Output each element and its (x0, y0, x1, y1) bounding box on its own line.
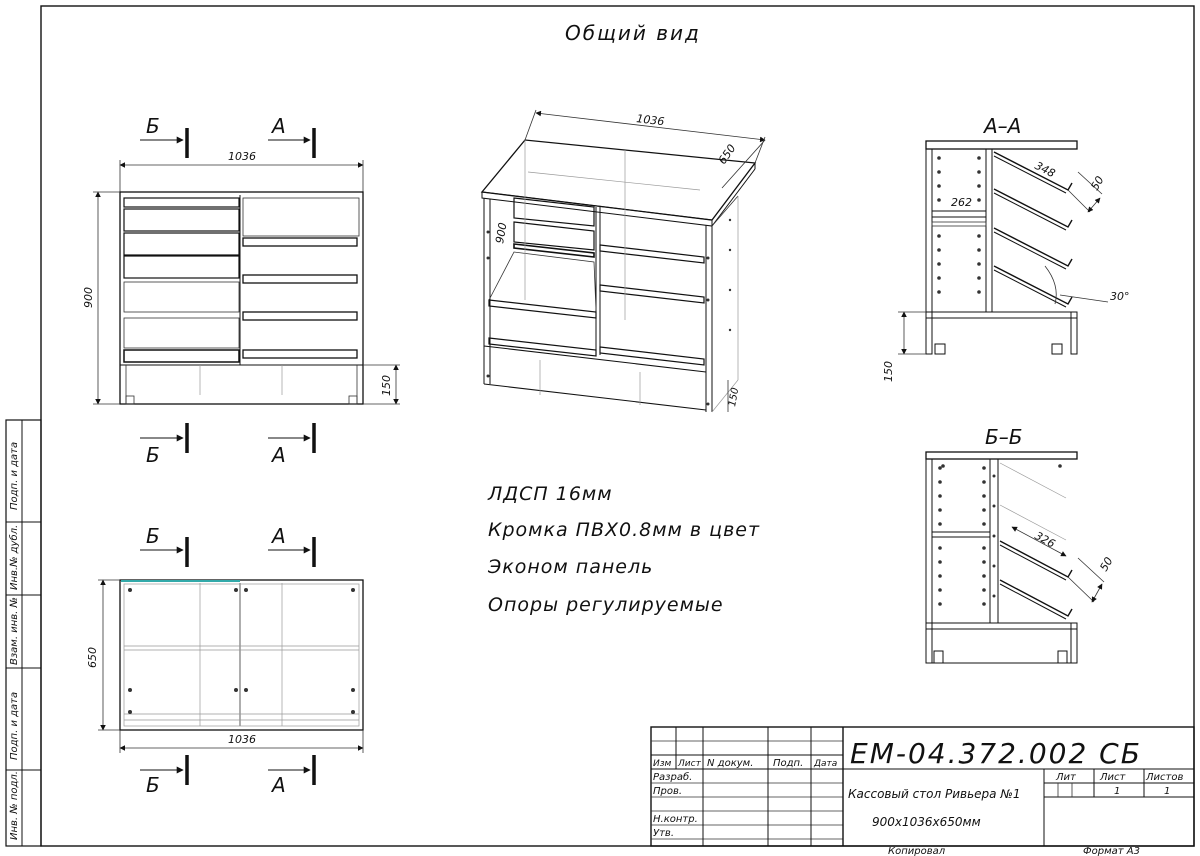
top-width-dim: 1036 (228, 733, 256, 746)
note-2: Кромка ПВХ0.8мм в цвет (488, 519, 760, 541)
iso-depth-dim: 650 (716, 142, 739, 167)
top-mark-a-bottom: А (270, 773, 286, 797)
tb-col-izm: Изм (653, 759, 672, 769)
section-bb-title: Б–Б (985, 425, 1022, 449)
stamp-label-1: Подп. и дата (9, 442, 20, 510)
tb-col-doc: N докум. (707, 758, 753, 769)
section-a-a: А–А 348 50 262 3 (882, 114, 1130, 382)
section-b-b: Б–Б 326 50 (925, 425, 1116, 664)
tb-sheet-value: 1 (1114, 786, 1120, 797)
tb-sheet-label: Лист (1099, 772, 1127, 783)
front-mark-b-bottom: Б (146, 443, 160, 467)
front-mark-a-top: А (270, 114, 286, 138)
tb-role-razrab: Разраб. (653, 771, 692, 783)
tb-copied: Копировал (888, 846, 946, 856)
side-stamp: Подп. и дата Инв.№ дубл. Взам. инв. № По… (5, 419, 42, 847)
aa-lip-dim: 50 (1088, 174, 1106, 193)
aa-base-dim: 150 (882, 361, 895, 382)
front-mark-b-top: Б (146, 114, 160, 138)
iso-base-dim: 150 (727, 387, 741, 408)
tb-product-name: Кассовый стол Ривьера №1 (848, 787, 1020, 801)
aa-angle-dim: 30° (1110, 290, 1130, 303)
front-mark-a-bottom: А (270, 443, 286, 467)
tb-col-list: Лист (677, 759, 702, 769)
tb-product-size: 900х1036х650мм (872, 815, 981, 829)
tb-col-date: Дата (813, 759, 837, 769)
top-depth-dim: 650 (86, 647, 99, 668)
note-3: Эконом панель (487, 556, 653, 578)
tb-lit-label: Лит (1055, 772, 1077, 783)
tb-col-sign: Подп. (773, 758, 803, 769)
aa-shelf-dim: 348 (1033, 159, 1058, 180)
iso-height-dim: 900 (493, 222, 509, 245)
front-height-dim: 900 (82, 287, 95, 308)
notes: ЛДСП 16мм Кромка ПВХ0.8мм в цвет Эконом … (487, 483, 760, 616)
top-mark-b-bottom: Б (146, 773, 160, 797)
tb-format: Формат А3 (1083, 846, 1140, 856)
bb-lip-dim: 50 (1097, 555, 1115, 574)
tb-sheets-value: 1 (1164, 786, 1170, 797)
tb-role-prov: Пров. (653, 786, 682, 797)
front-width-dim: 1036 (228, 150, 256, 163)
stamp-label-2: Инв.№ дубл. (8, 525, 20, 590)
tb-role-utv: Утв. (653, 828, 674, 839)
front-base-dim: 150 (380, 375, 393, 396)
drawing-title: Общий вид (565, 21, 701, 45)
iso-width-dim: 1036 (636, 112, 665, 128)
note-1: ЛДСП 16мм (487, 483, 613, 505)
stamp-label-4: Подп. и дата (9, 692, 20, 760)
tb-sheets-label: Листов (1145, 772, 1183, 783)
section-aa-title: А–А (982, 114, 1021, 138)
bb-shelf-dim: 326 (1033, 529, 1058, 550)
aa-inner-dim: 262 (951, 196, 972, 209)
tb-role-nkontr: Н.контр. (653, 814, 698, 825)
title-block: Изм Лист N докум. Подп. Дата Разраб. Про… (650, 726, 1195, 847)
top-mark-a-top: А (270, 524, 286, 548)
tb-drawing-code: ЕМ-04.372.002 СБ (850, 737, 1142, 770)
front-view: Б А 1036 (82, 114, 400, 467)
top-mark-b-top: Б (146, 524, 160, 548)
stamp-label-5: Инв. № подл. (9, 771, 20, 840)
isometric-view: 1036 650 900 150 (480, 109, 766, 413)
note-4: Опоры регулируемые (488, 594, 724, 616)
top-view: Б А 650 1036 Б А (86, 524, 364, 797)
stamp-label-3: Взам. инв. № (9, 597, 20, 665)
